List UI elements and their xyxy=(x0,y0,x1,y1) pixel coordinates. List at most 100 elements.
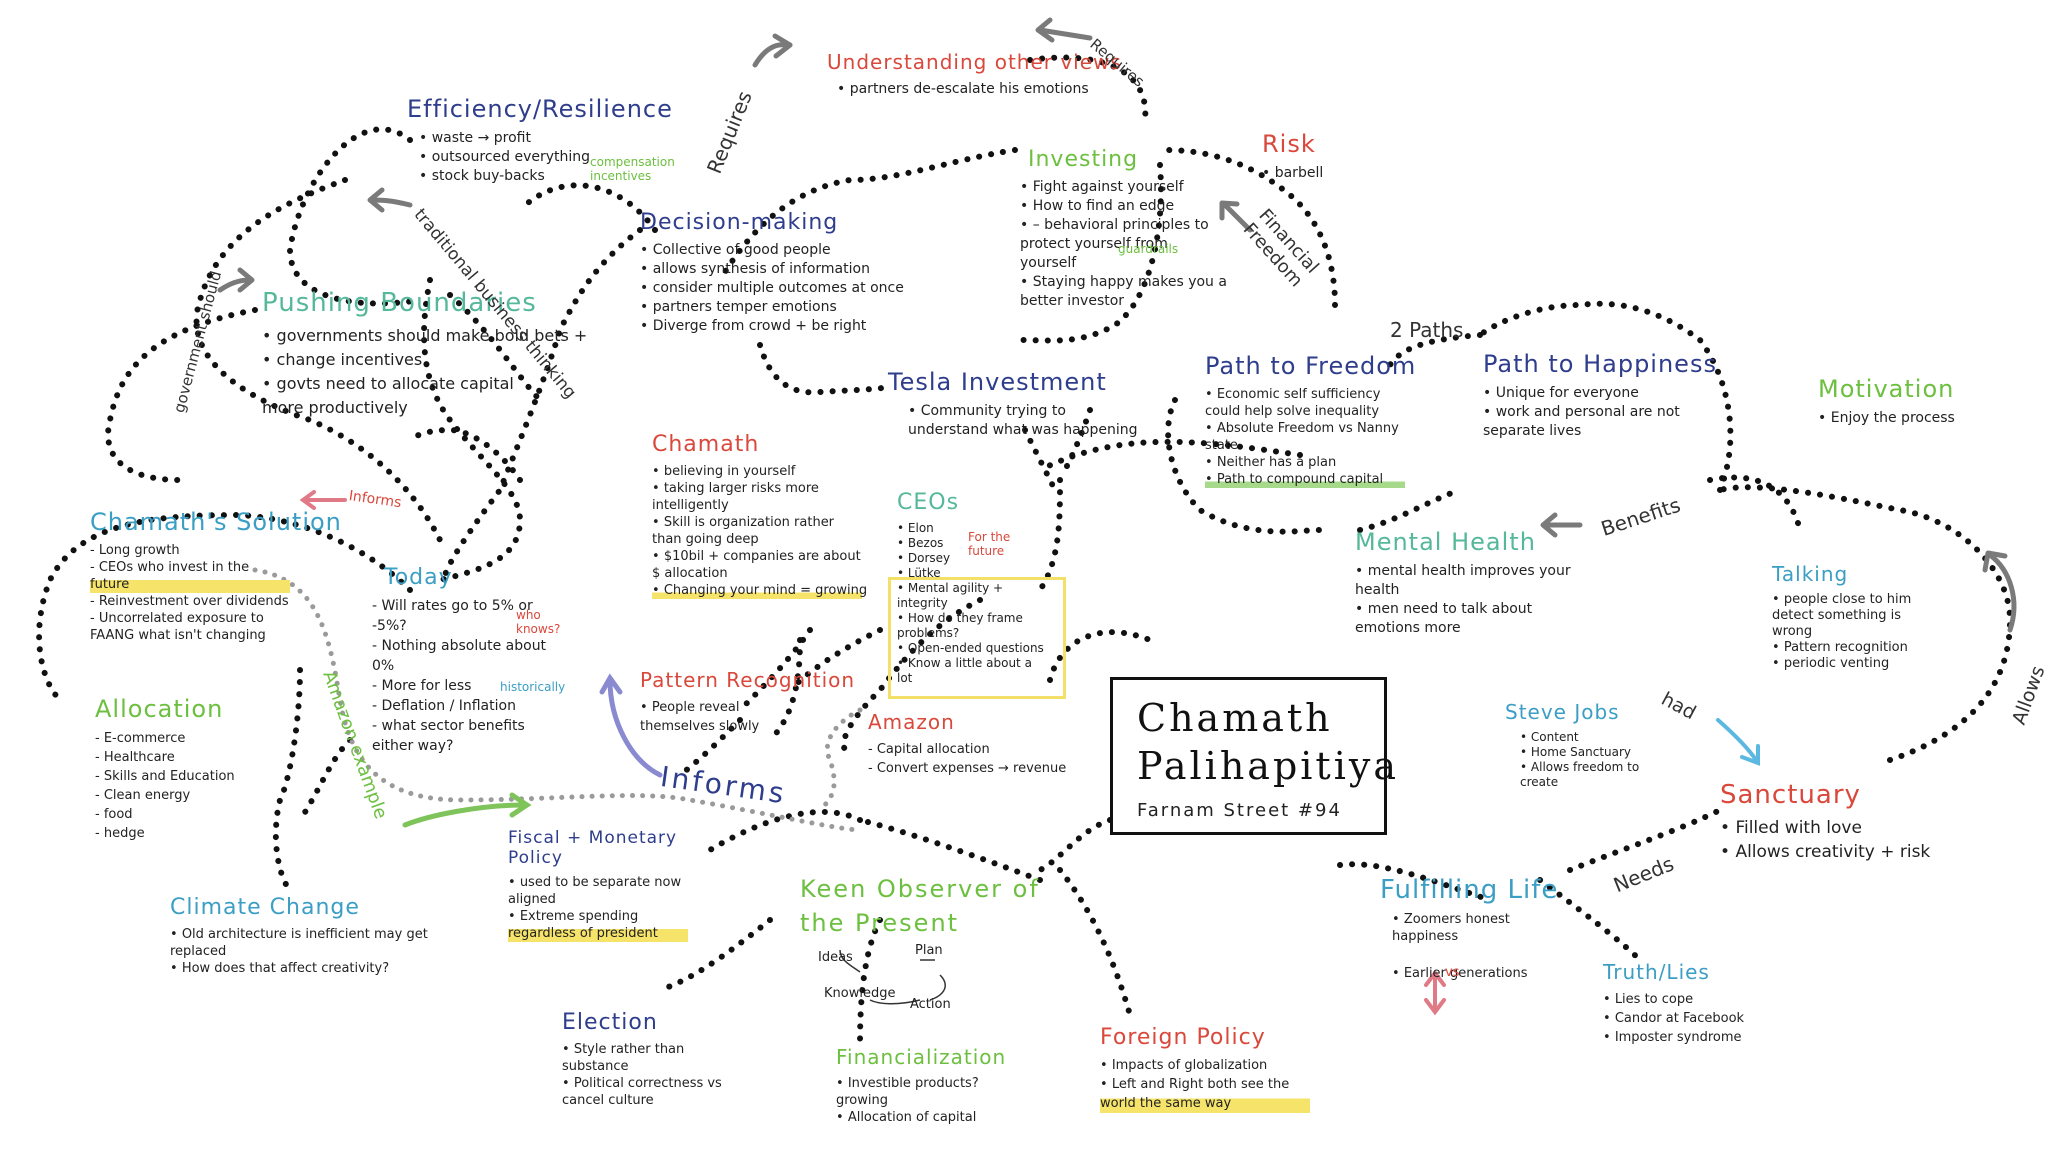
node-item: How to find an edge xyxy=(1020,197,1230,216)
node-item: periodic venting xyxy=(1772,656,1942,672)
node-item: Long growth xyxy=(90,542,290,559)
node-item: Allows freedom to create xyxy=(1520,760,1670,790)
node-item: outsourced everything xyxy=(419,148,673,167)
node-item: Uncorrelated exposure to FAANG what isn'… xyxy=(90,610,290,644)
node-item: Changing your mind = growing xyxy=(652,582,867,599)
node-item: Elon xyxy=(897,521,1057,536)
node-item: Community trying to understand what was … xyxy=(908,402,1148,440)
node-item: Filled with love xyxy=(1720,816,1930,840)
node-item: Skills and Education xyxy=(95,767,235,786)
node-title: Steve Jobs xyxy=(1505,700,1620,724)
node-title: Fulfilling Life xyxy=(1380,875,1559,905)
node-foreign-policy: Foreign Policy Impacts of globalization … xyxy=(1100,1025,1310,1113)
today-note-historically: historically xyxy=(500,680,566,694)
node-title: Climate Change xyxy=(170,895,360,920)
node-item: How do they frame problems? xyxy=(897,611,1037,641)
node-item: partners de-escalate his emotions xyxy=(837,80,1122,99)
node-tesla-investment: Tesla Investment Community trying to und… xyxy=(888,368,1148,440)
node-item: work and personal are not separate lives xyxy=(1483,403,1683,441)
node-efficiency-resilience: Efficiency/Resilience waste → profit out… xyxy=(407,95,673,186)
node-item: Earlier generations xyxy=(1392,965,1552,982)
node-title: Election xyxy=(562,1010,658,1035)
node-title: Fiscal + Monetary Policy xyxy=(508,828,678,868)
node-item: people close to him detect something is … xyxy=(1772,592,1942,640)
node-item: Healthcare xyxy=(95,748,235,767)
node-title: Path to Freedom xyxy=(1205,352,1417,380)
node-item: Neither has a plan xyxy=(1205,454,1405,471)
node-item: Zoomers honest happiness xyxy=(1392,911,1552,945)
cycle-knowledge: Knowledge xyxy=(824,986,896,1001)
node-item: Mental agility + integrity xyxy=(897,581,1017,611)
node-item: what sector benefits either way? xyxy=(372,716,552,756)
label-two-paths: 2 Paths xyxy=(1390,318,1464,342)
node-amazon: Amazon Capital allocation Convert expens… xyxy=(868,710,1066,778)
node-pushing-boundaries: Pushing Boundaries governments should ma… xyxy=(262,288,588,420)
node-fulfilling-life: Fulfilling Life Zoomers honest happiness… xyxy=(1380,875,1558,982)
node-item: Left and Right both see the world the sa… xyxy=(1100,1075,1310,1113)
node-item: Lütke xyxy=(897,566,1057,581)
node-item: Know a little about a lot xyxy=(897,656,1047,686)
node-item: allows synthesis of information xyxy=(640,260,904,279)
node-chamaths-solution: Chamath's Solution Long growth CEOs who … xyxy=(90,508,342,644)
node-investing: Investing Fight against yourself How to … xyxy=(1020,147,1230,311)
node-item: Economic self sufficiency could help sol… xyxy=(1205,386,1405,420)
node-title: Investing xyxy=(1028,147,1139,172)
node-item: Skill is organization rather than going … xyxy=(652,514,862,548)
cycle-ideas: Ideas xyxy=(818,950,853,965)
node-item: Political correctness vs cancel culture xyxy=(562,1075,732,1109)
node-item: $10bil + companies are about $ allocatio… xyxy=(652,548,862,582)
node-item: waste → profit xyxy=(419,129,673,148)
node-item: Impacts of globalization xyxy=(1100,1056,1310,1075)
cycle-plan: Plan xyxy=(915,943,943,958)
node-pattern-recognition: Pattern Recognition People reveal themse… xyxy=(640,668,855,736)
node-item: Reinvestment over dividends xyxy=(90,593,290,610)
node-title: Financialization xyxy=(836,1045,1007,1069)
node-truth-lies: Truth/Lies Lies to cope Candor at Facebo… xyxy=(1603,960,1744,1047)
node-path-to-happiness: Path to Happiness Unique for everyone wo… xyxy=(1483,350,1717,441)
node-item: Old architecture is inefficient may get … xyxy=(170,926,430,960)
node-item: Lies to cope xyxy=(1603,990,1744,1009)
node-item: change incentives xyxy=(262,348,542,372)
node-item: Style rather than substance xyxy=(562,1041,732,1075)
node-title: Mental Health xyxy=(1355,528,1536,556)
node-item: stock buy-backs xyxy=(419,167,673,186)
node-title: Risk xyxy=(1262,130,1316,158)
node-title: Path to Happiness xyxy=(1483,350,1717,378)
node-item: governments should make bold bets + xyxy=(262,324,588,348)
node-item: Extreme spending regardless of president xyxy=(508,908,688,942)
node-item: Path to compound capital xyxy=(1205,471,1405,488)
node-title: CEOs xyxy=(897,490,960,515)
node-item: Enjoy the process xyxy=(1818,409,1955,428)
node-motivation: Motivation Enjoy the process xyxy=(1818,375,1955,428)
node-item: Nothing absolute about 0% xyxy=(372,636,552,676)
node-title: Efficiency/Resilience xyxy=(407,95,673,123)
node-item: used to be separate now aligned xyxy=(508,874,688,908)
node-ceos: CEOs Elon Bezos Dorsey Lütke Mental agil… xyxy=(897,490,1057,686)
node-item: Collective of good people xyxy=(640,241,904,260)
node-item: Content xyxy=(1520,730,1670,745)
node-item: People reveal themselves slowly xyxy=(640,698,810,736)
node-item: partners temper emotions xyxy=(640,298,904,317)
node-title: Understanding other views xyxy=(827,50,1122,74)
node-talking: Talking people close to him detect somet… xyxy=(1772,562,1942,672)
node-keen-observer: Keen Observer of the Present xyxy=(800,872,1040,946)
node-financialization: Financialization Investible products? gr… xyxy=(836,1045,1026,1126)
node-item: More for less xyxy=(372,676,552,696)
node-item: Convert expenses → revenue xyxy=(868,759,1066,778)
node-item: Deflation / Inflation xyxy=(372,696,552,716)
cycle-action: Action xyxy=(910,997,951,1012)
node-title: Chamath xyxy=(652,432,760,457)
node-item: Pattern recognition xyxy=(1772,640,1942,656)
node-item: believing in yourself xyxy=(652,463,862,480)
node-item: Absolute Freedom vs Nanny state xyxy=(1205,420,1405,454)
node-allocation: Allocation E-commerce Healthcare Skills … xyxy=(95,695,235,843)
node-title: Keen Observer of the Present xyxy=(800,875,1040,937)
node-item: Clean energy xyxy=(95,786,235,805)
ceos-note: For the future xyxy=(968,530,1011,558)
node-item: Investible products? growing xyxy=(836,1075,1026,1109)
node-title: Tesla Investment xyxy=(888,368,1107,396)
node-item: CEOs who invest in the future xyxy=(90,559,290,593)
node-item: hedge xyxy=(95,824,235,843)
node-sanctuary: Sanctuary Filled with love Allows creati… xyxy=(1720,780,1930,864)
